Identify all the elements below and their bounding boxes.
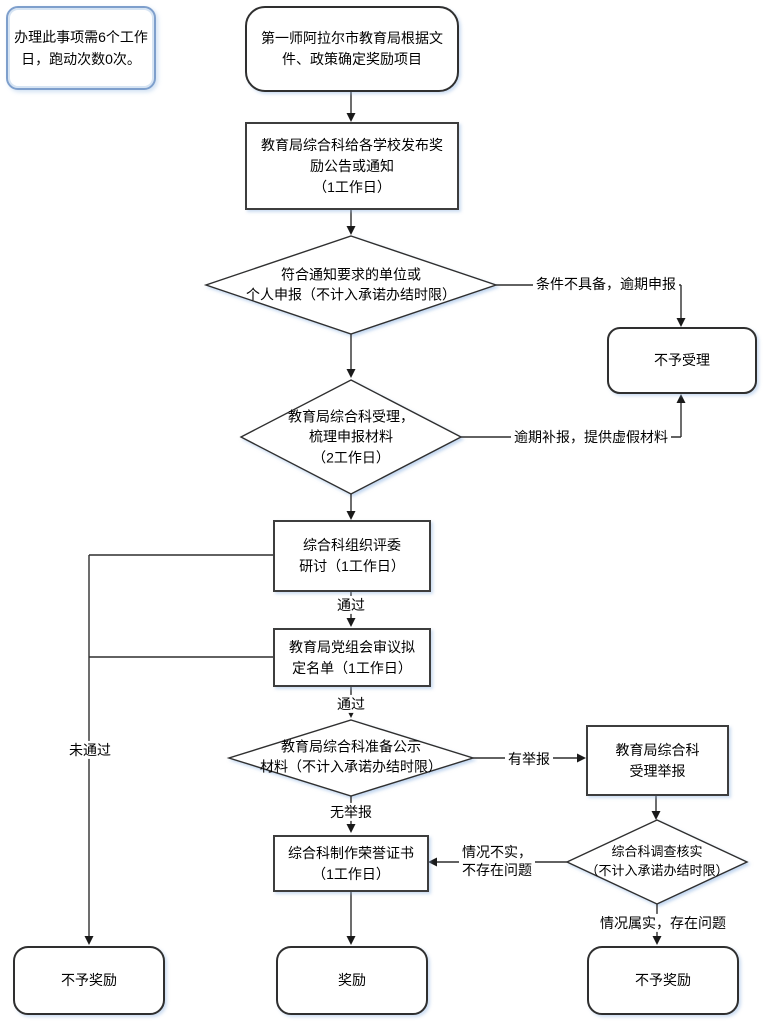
node-party-meeting: 教育局党组会审议拟 定名单（1工作日） bbox=[273, 628, 431, 687]
node-publish-notice: 教育局综合科给各学校发布奖 励公告或通知 （1工作日） bbox=[245, 122, 459, 210]
node-reject-acceptance-text: 不予受理 bbox=[654, 352, 710, 368]
edge-label-untrue-no-problem: 情况不实， 不存在问题 bbox=[459, 842, 535, 880]
node-award: 奖励 bbox=[276, 946, 428, 1015]
process-note-text: 办理此事项需6个工作 日，跑动次数0次。 bbox=[14, 28, 148, 67]
edge-label-condition-not-met: 条件不具备，逾期申报 bbox=[533, 274, 679, 294]
connector-fail-path bbox=[88, 554, 273, 943]
edge-label-no-report: 无举报 bbox=[327, 802, 375, 822]
arrow-down-icon bbox=[346, 618, 356, 627]
arrow-down-icon bbox=[346, 511, 356, 520]
arrow-up-icon bbox=[676, 394, 686, 403]
arrow-down-icon bbox=[346, 113, 356, 122]
node-no-award-right-text: 不予奖励 bbox=[635, 972, 691, 988]
node-reject-acceptance: 不予受理 bbox=[607, 327, 757, 394]
process-note: 办理此事项需6个工作 日，跑动次数0次。 bbox=[6, 6, 156, 90]
decision-accept-text: 教育局综合科受理， 梳理申报材料 （2工作日） bbox=[288, 408, 414, 466]
arrow-down-icon bbox=[84, 936, 94, 945]
decision-apply-text: 符合通知要求的单位或 个人申报（不计入承诺办结时限） bbox=[246, 266, 456, 303]
arrow-down-icon bbox=[346, 226, 356, 235]
node-no-award-left-text: 不予奖励 bbox=[61, 972, 117, 988]
arrow-left-icon bbox=[428, 857, 437, 867]
arrow-right-icon bbox=[577, 753, 586, 763]
arrow-down-icon bbox=[346, 369, 356, 378]
edge-label-has-report: 有举报 bbox=[505, 749, 553, 769]
node-start: 第一师阿拉尔市教育局根据文 件、政策确定奖励项目 bbox=[245, 6, 459, 92]
edge-label-pass-2: 通过 bbox=[334, 694, 368, 714]
edge-label-pass-1: 通过 bbox=[334, 595, 368, 615]
edge-label-true-problem: 情况属实，存在问题 bbox=[597, 913, 729, 933]
node-no-award-left: 不予奖励 bbox=[13, 946, 165, 1015]
edge-label-overdue-false-material: 逾期补报，提供虚假材料 bbox=[511, 427, 671, 447]
node-committee-review: 综合科组织评委 研讨（1工作日） bbox=[273, 520, 431, 592]
node-publish-notice-text: 教育局综合科给各学校发布奖 励公告或通知 （1工作日） bbox=[261, 136, 443, 195]
node-make-certificate-text: 综合科制作荣誉证书 （1工作日） bbox=[288, 844, 414, 882]
decision-publicity-text: 教育局综合科准备公示 材料（不计入承诺办结时限） bbox=[260, 738, 442, 775]
arrow-down-icon bbox=[651, 811, 661, 820]
node-accept-report: 教育局综合科 受理举报 bbox=[586, 725, 729, 796]
node-make-certificate: 综合科制作荣誉证书 （1工作日） bbox=[273, 835, 429, 892]
arrow-down-icon bbox=[346, 936, 356, 945]
arrow-down-icon bbox=[676, 318, 686, 327]
node-start-text: 第一师阿拉尔市教育局根据文 件、政策确定奖励项目 bbox=[261, 30, 443, 67]
node-accept-report-text: 教育局综合科 受理举报 bbox=[615, 741, 700, 779]
node-committee-review-text: 综合科组织评委 研讨（1工作日） bbox=[299, 537, 405, 574]
arrow-down-icon bbox=[652, 936, 662, 945]
node-no-award-right: 不予奖励 bbox=[587, 946, 739, 1015]
decision-verify-text: 综合科调查核实 （不计入承诺办结时限） bbox=[585, 844, 729, 878]
arrow-down-icon bbox=[346, 824, 356, 833]
node-party-meeting-text: 教育局党组会审议拟 定名单（1工作日） bbox=[289, 638, 415, 676]
edge-label-not-pass: 未通过 bbox=[66, 740, 114, 760]
node-award-text: 奖励 bbox=[338, 972, 366, 988]
